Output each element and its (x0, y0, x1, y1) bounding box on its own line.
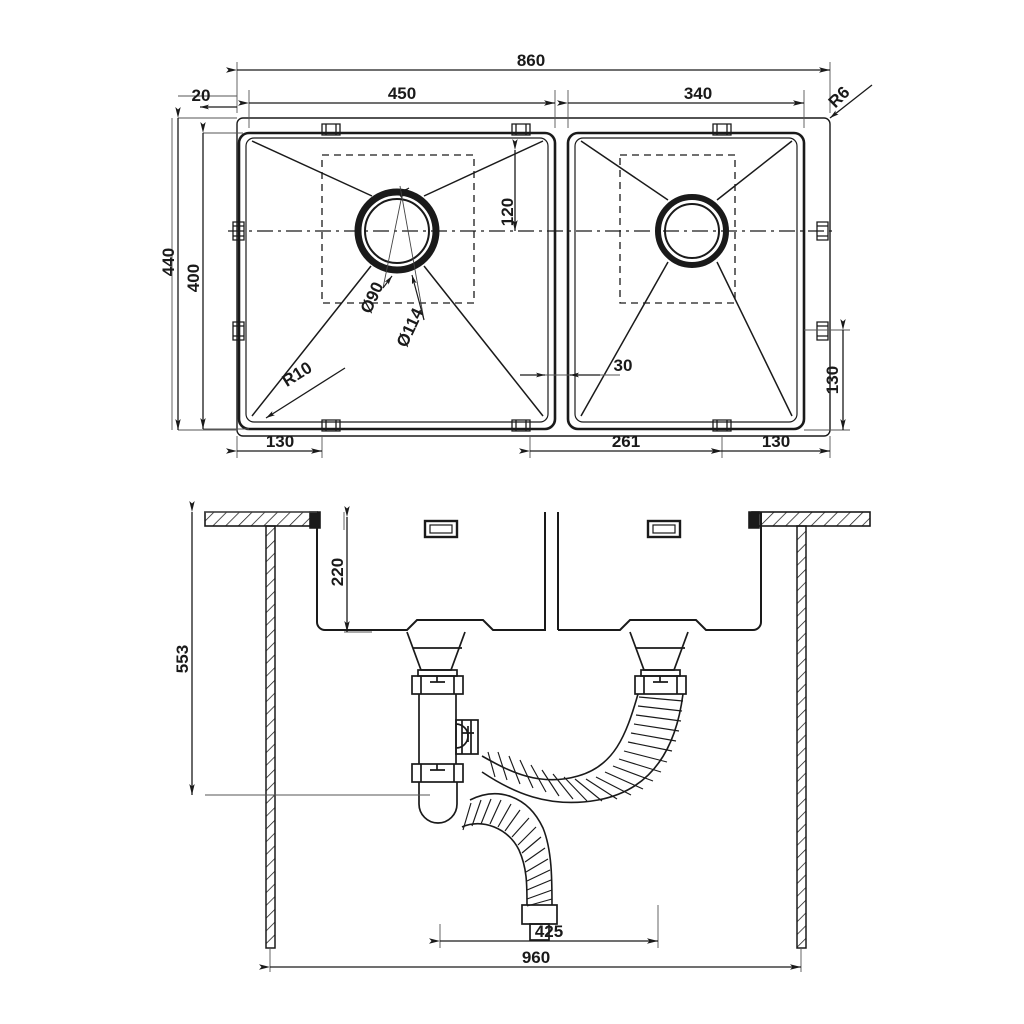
overflow-slot-right (646, 519, 682, 539)
overflow-slot-left (423, 519, 459, 539)
label-340: 340 (684, 84, 712, 103)
label-130-right: 130 (762, 432, 790, 451)
plan-view (171, 62, 873, 458)
label-400: 400 (184, 264, 203, 292)
section-view (189, 501, 871, 972)
sink-outer-rim (236, 117, 831, 437)
leader-r10 (265, 367, 346, 419)
label-130-vert: 130 (823, 366, 842, 394)
section-right-bowl (558, 512, 762, 631)
left-collar-upper (411, 675, 464, 695)
plan-dimension-lines (175, 67, 873, 454)
worktop-left (204, 511, 318, 527)
waste-assembly-left (406, 631, 479, 824)
leader-r6 (829, 84, 873, 119)
label-553: 553 (173, 645, 192, 673)
right-bowl (566, 131, 806, 431)
label-960: 960 (522, 948, 550, 967)
section-dimension-labels: 553 220 425 960 (173, 558, 563, 967)
label-20: 20 (192, 86, 211, 105)
label-425: 425 (535, 922, 563, 941)
label-130-left: 130 (266, 432, 294, 451)
label-261: 261 (612, 432, 640, 451)
label-220: 220 (328, 558, 347, 586)
label-440: 440 (159, 248, 178, 276)
left-side-inlet (455, 719, 479, 755)
label-120: 120 (498, 198, 517, 226)
hose-upper (481, 693, 684, 804)
label-860: 860 (517, 51, 545, 70)
mounting-clips (232, 123, 829, 432)
cabinet-wall-left (265, 525, 276, 949)
worktop-right (751, 511, 871, 527)
left-collar-lower (411, 763, 464, 783)
right-collar (634, 675, 687, 695)
section-dimension-lines (189, 501, 801, 970)
waste-assembly-right (629, 631, 689, 695)
label-450: 450 (388, 84, 416, 103)
cabinet-wall-right (796, 525, 807, 949)
right-bowl-taper-lines (580, 140, 793, 417)
left-bowl-taper-lines (251, 140, 544, 417)
label-30: 30 (614, 356, 633, 375)
section-left-bowl (316, 512, 546, 631)
section-bowl-divider (544, 512, 559, 630)
